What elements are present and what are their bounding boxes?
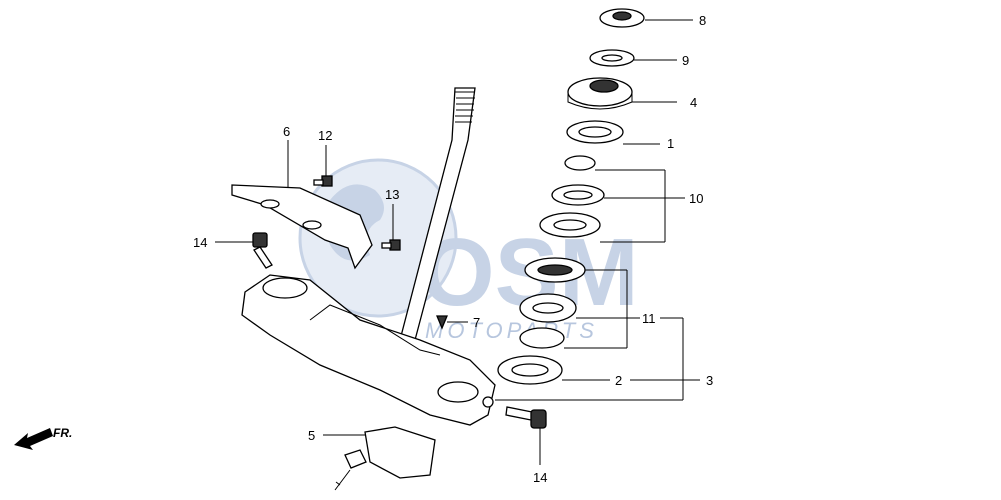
bolt-part-14-left bbox=[252, 232, 273, 269]
callout-9: 9 bbox=[682, 53, 689, 68]
part-10-bearing-set bbox=[539, 155, 605, 238]
part-2-dust-seal bbox=[497, 355, 563, 385]
callout-7: 7 bbox=[473, 315, 480, 330]
callout-14-left: 14 bbox=[193, 235, 207, 250]
part-4-adjusting-nut bbox=[567, 77, 633, 110]
part-11-bearing-set bbox=[519, 257, 586, 349]
part-9-washer bbox=[589, 49, 635, 67]
callout-1: 1 bbox=[667, 136, 674, 151]
callout-5: 5 bbox=[308, 428, 315, 443]
bolt-part-13 bbox=[381, 239, 401, 251]
bracket-part-6 bbox=[231, 184, 373, 270]
callout-12: 12 bbox=[318, 128, 332, 143]
callout-4: 4 bbox=[690, 95, 697, 110]
bottom-bridge bbox=[241, 274, 496, 426]
callout-8: 8 bbox=[699, 13, 706, 28]
callout-13: 13 bbox=[385, 187, 399, 202]
bolt-part-14-right bbox=[505, 406, 547, 429]
part-1-dust-seal bbox=[566, 120, 624, 144]
callout-14-right: 14 bbox=[533, 470, 547, 485]
callout-6: 6 bbox=[283, 124, 290, 139]
callout-3: 3 bbox=[706, 373, 713, 388]
callout-10: 10 bbox=[689, 191, 703, 206]
bolt-part-12 bbox=[313, 175, 333, 187]
front-label: FR. bbox=[53, 426, 72, 440]
callout-11: 11 bbox=[642, 311, 656, 326]
part-8-locknut bbox=[599, 8, 645, 28]
front-arrow-icon bbox=[14, 428, 53, 450]
lock-part-5 bbox=[334, 426, 436, 491]
callout-2: 2 bbox=[615, 373, 622, 388]
front-direction-indicator: FR. bbox=[14, 426, 72, 450]
screw-part-7 bbox=[436, 315, 448, 330]
leader-lines bbox=[215, 19, 700, 465]
